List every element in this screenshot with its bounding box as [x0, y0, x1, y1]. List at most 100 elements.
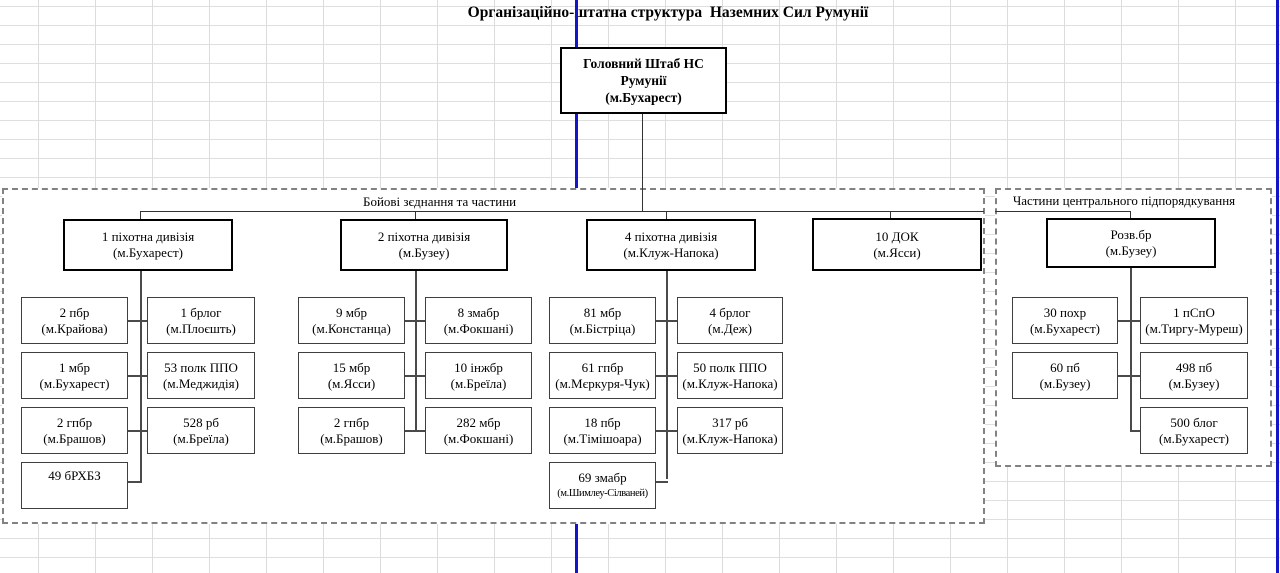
unit-box: 30 похр(м.Бухарест)	[1012, 297, 1118, 344]
connector-line	[405, 430, 417, 432]
connector-line	[656, 320, 668, 322]
unit-box-location: (м.Тиргу-Муреш)	[1145, 320, 1243, 336]
unit-box-location: (м.Бреїла)	[450, 375, 507, 391]
unit-box-name: 61 гпбр	[581, 359, 624, 375]
connector-line	[140, 320, 147, 322]
unit-box-location: (м.Бузеу)	[1039, 375, 1091, 391]
unit-box-location: (м.Ясси)	[327, 375, 376, 391]
unit-box: 50 полк ППО(м.Клуж-Напока)	[677, 352, 783, 399]
unit-box-name: 317 рб	[712, 414, 748, 430]
connector-line	[1130, 268, 1132, 430]
unit-box-location: (м.Тімішоара)	[563, 430, 642, 446]
unit-box: 15 мбр(м.Ясси)	[298, 352, 405, 399]
unit-box: 61 гпбр(м.Мєркуря-Чук)	[549, 352, 656, 399]
unit-box-location: (м.Бузеу)	[1168, 375, 1220, 391]
unit-box-location: (м.Фокшані)	[443, 320, 514, 336]
connector-line	[1118, 375, 1132, 377]
unit-box-name: 1 пСпО	[1173, 304, 1215, 320]
hq-box: Головний Штаб НС Румунії (м.Бухарест)	[560, 47, 727, 114]
hq-name-line2: Румунії	[620, 73, 667, 88]
unit-box-name: 2 гпбр	[333, 414, 370, 430]
unit-box-location: (м.Бреїла)	[173, 430, 229, 446]
unit-box-location: (м.Бухарест)	[1030, 320, 1100, 336]
connector-line	[666, 211, 667, 219]
unit-box: 81 мбр(м.Бістріца)	[549, 297, 656, 344]
unit-box-location: (м.Шимлеу-Сілваней)	[557, 487, 648, 499]
connector-line	[128, 320, 142, 322]
connector-line	[1130, 320, 1140, 322]
unit-box-location: (м.Крайова)	[41, 320, 108, 336]
unit-box-name: 30 похр	[1043, 304, 1087, 320]
page-break-line-right	[1276, 0, 1279, 573]
unit-box: 528 рб(м.Бреїла)	[147, 407, 255, 454]
unit-box-location: (м.Фокшані)	[443, 430, 514, 446]
unit-box: 53 полк ППО(м.Меджидія)	[147, 352, 255, 399]
unit-box-name: 528 рб	[183, 414, 219, 430]
division-box-location: (м.Бузеу)	[398, 245, 450, 260]
unit-box: 2 гпбр(м.Брашов)	[298, 407, 405, 454]
unit-box-name: 15 мбр	[332, 359, 371, 375]
unit-box: 2 пбр(м.Крайова)	[21, 297, 128, 344]
unit-box-location: (м.Констанца)	[312, 320, 391, 336]
division-box: 1 піхотна дивізія(м.Бухарест)	[63, 219, 233, 271]
unit-box-name: 81 мбр	[583, 304, 622, 320]
hq-name: Головний Штаб НС	[583, 56, 704, 71]
unit-box: 8 змабр(м.Фокшані)	[425, 297, 532, 344]
connector-line	[1130, 211, 1131, 218]
division-box: 4 піхотна дивізія(м.Клуж-Напока)	[586, 219, 756, 271]
connector-line	[1118, 320, 1132, 322]
connector-line	[995, 211, 1131, 212]
unit-box-name: 282 мбр	[456, 414, 501, 430]
unit-box-location: (м.Плоєшть)	[166, 320, 236, 336]
unit-box: 1 мбр(м.Бухарест)	[21, 352, 128, 399]
connector-line	[666, 430, 677, 432]
unit-box-location: (м.Брашов)	[320, 430, 383, 446]
connector-line	[666, 375, 677, 377]
division-box-name: 2 піхотна дивізія	[377, 229, 471, 244]
division-box-name: 4 піхотна дивізія	[624, 229, 718, 244]
connector-line	[405, 375, 417, 377]
unit-box-name: 1 брлог	[180, 304, 222, 320]
combat-group-label: Бойові зєднання та частини	[363, 194, 517, 209]
unit-box-name: 2 пбр	[59, 304, 90, 320]
unit-box: 500 блог(м.Бухарест)	[1140, 407, 1248, 454]
unit-box-name: 53 полк ППО	[164, 359, 238, 375]
unit-box: 498 пб(м.Бузеу)	[1140, 352, 1248, 399]
connector-line	[140, 211, 984, 212]
unit-box: 60 пб(м.Бузеу)	[1012, 352, 1118, 399]
unit-box-name: 498 пб	[1175, 359, 1213, 375]
division-box-name: 10 ДОК	[875, 228, 919, 244]
connector-line	[890, 211, 891, 218]
central-parent-box-location: (м.Бузеу)	[1105, 243, 1157, 258]
division-box: 2 піхотна дивізія(м.Бузеу)	[340, 219, 508, 271]
connector-line	[656, 481, 668, 483]
unit-box-name: 50 полк ППО	[693, 359, 767, 375]
connector-line	[1130, 430, 1140, 432]
unit-box-location: (м.Клуж-Напока)	[682, 375, 778, 391]
central-parent-box-name: Розв.бр	[1110, 227, 1152, 242]
unit-box: 9 мбр(м.Констанца)	[298, 297, 405, 344]
unit-box-location: (м.Бухарест)	[39, 375, 110, 391]
central-group-label: Частини центрального підпорядкування	[1012, 193, 1236, 208]
connector-line	[405, 320, 417, 322]
connector-line	[666, 320, 677, 322]
unit-box: 4 брлог(м.Деж)	[677, 297, 783, 344]
connector-line	[415, 271, 417, 430]
hq-location: (м.Бухарест)	[605, 90, 682, 105]
unit-box-location: (м.Бухарест)	[1159, 430, 1229, 446]
unit-box-location: (м.Клуж-Напока)	[682, 430, 778, 446]
unit-box-name: 49 бРХБЗ	[48, 468, 101, 483]
connector-line	[140, 211, 141, 219]
page-title: Організаційно-штатна структура Наземних …	[467, 4, 869, 21]
unit-box: 18 пбр(м.Тімішоара)	[549, 407, 656, 454]
unit-box-name: 500 блог	[1170, 414, 1218, 430]
unit-box: 1 пСпО(м.Тиргу-Муреш)	[1140, 297, 1248, 344]
connector-line	[656, 430, 668, 432]
unit-box: 282 мбр(м.Фокшані)	[425, 407, 532, 454]
unit-box-name: 4 брлог	[709, 304, 751, 320]
connector-line	[128, 375, 142, 377]
division-box-name: 1 піхотна дивізія	[101, 229, 195, 244]
unit-box: 49 бРХБЗ	[21, 462, 128, 509]
unit-box-location: (м.Брашов)	[43, 430, 106, 446]
unit-box-name: 2 гпбр	[56, 414, 93, 430]
